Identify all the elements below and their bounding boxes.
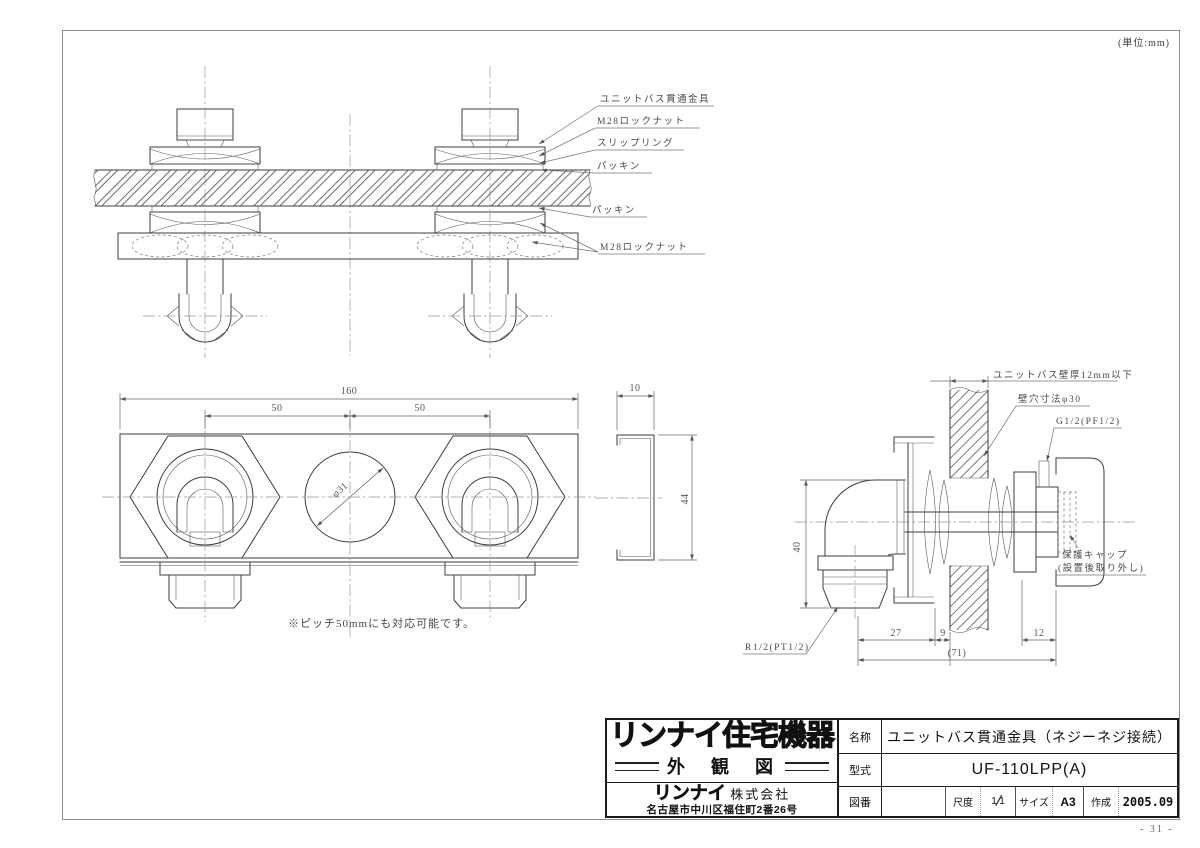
dim-overall: 160: [341, 386, 358, 397]
dim-71: (71): [948, 648, 967, 659]
label-protect-cap-2: (設置後取り外し): [1058, 562, 1144, 574]
model-row: 型式 UF-110LPP(A): [839, 754, 1177, 787]
title-block-left: リンナイ住宅機器 外 観 図 リンナイ 株式会社 名古屋市中川区福住町2番26号: [607, 720, 839, 816]
title-block-right: 名称 ユニットバス貫通金具（ネジーネジ接続） 型式 UF-110LPP(A) 図…: [839, 720, 1177, 816]
title-block: リンナイ住宅機器 外 観 図 リンナイ 株式会社 名古屋市中川区福住町2番26号…: [605, 718, 1179, 818]
dim-pitch-right: 50: [415, 403, 426, 414]
profile-view-drawing: 10 44: [596, 383, 697, 561]
label-inlet-thread: R1/2(PT1/2): [745, 642, 810, 653]
drawing-no-value: [882, 787, 945, 816]
doc-type-label: 外 観 図: [667, 757, 777, 778]
dim-height-40: 40: [792, 542, 803, 553]
product-name: ユニットバス貫通金具（ネジーネジ接続）: [887, 728, 1172, 745]
drawing-no-label: 図番: [839, 787, 882, 816]
dim-9: 9: [940, 628, 946, 639]
page-number: - 31 -: [1140, 824, 1174, 835]
callout-packing-bottom: パッキン: [592, 205, 636, 216]
model-number: UF-110LPP(A): [971, 761, 1088, 778]
scale-label: 尺度: [945, 787, 980, 816]
size-value: A3: [1052, 787, 1083, 816]
label-wall-thickness: ユニットバス壁厚12mm以下: [993, 369, 1133, 381]
unit-note: (単位:mm): [1118, 38, 1170, 49]
logo-cell: リンナイ住宅機器 外 観 図: [607, 720, 837, 783]
label-wall-hole: 壁穴寸法φ30: [1018, 393, 1081, 405]
callout-packing-top: パッキン: [597, 161, 641, 172]
callout-locknut-top: M28ロックナット: [597, 116, 685, 127]
label-outlet-thread: G1/2(PF1/2): [1056, 416, 1121, 427]
installed-view-drawing: ユニットバス壁厚12mm以下 壁穴寸法φ30 G1/2(PF1/2) 保護キャッ…: [743, 369, 1146, 666]
dim-profile-width: 10: [630, 383, 641, 394]
callout-fitting: ユニットバス貫通金具: [600, 93, 710, 105]
section-view-drawing: ユニットバス貫通金具 M28ロックナット スリップリング パッキン パッキン M…: [93, 65, 714, 359]
scale-value: 1/1: [980, 787, 1015, 816]
date-value: 2005.09: [1118, 787, 1177, 816]
dim-12: 12: [1034, 628, 1045, 639]
callout-slipring: スリップリング: [597, 137, 674, 149]
dim-pitch-left: 50: [272, 403, 283, 414]
section-assembly-right: [416, 65, 564, 359]
drawing-no-row: 図番 尺度 1/1 サイズ A3 作成 2005.09: [839, 787, 1177, 816]
sheet-border: [62, 30, 1180, 820]
size-label: サイズ: [1015, 787, 1052, 816]
dim-profile-height: 44: [680, 494, 691, 505]
name-label: 名称: [839, 720, 882, 753]
callout-locknut-bottom: M28ロックナット: [600, 242, 688, 253]
company-address: 名古屋市中川区福住町2番26号: [646, 803, 798, 816]
name-row: 名称 ユニットバス貫通金具（ネジーネジ接続）: [839, 720, 1177, 754]
doc-type: 外 観 図: [615, 753, 829, 779]
dim-27: 27: [891, 628, 902, 639]
company-cell: リンナイ 株式会社 名古屋市中川区福住町2番26号: [607, 782, 837, 816]
plan-view-drawing: φ31 160 50 50 ※ピッチ50mmにも対応可能です。: [102, 386, 596, 640]
date-label: 作成: [1083, 787, 1118, 816]
pitch-note: ※ピッチ50mmにも対応可能です。: [288, 616, 475, 630]
doctype-rule-left: [615, 761, 659, 771]
doctype-rule-right: [785, 761, 829, 771]
model-label: 型式: [839, 754, 882, 786]
company-name: リンナイ 株式会社: [653, 782, 791, 803]
rinnai-logo: リンナイ住宅機器: [609, 720, 835, 753]
label-protect-cap-1: 保護キャップ: [1062, 549, 1128, 561]
